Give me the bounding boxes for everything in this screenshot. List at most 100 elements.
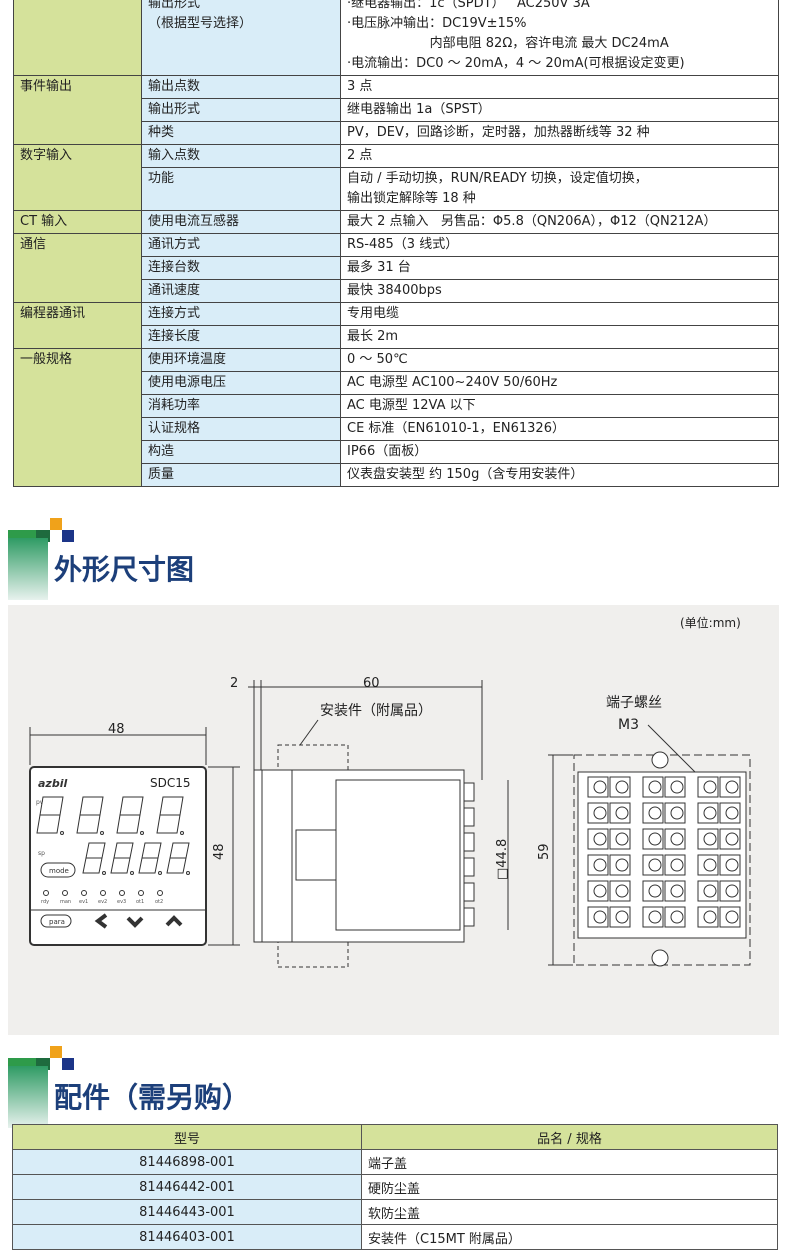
screw-icon bbox=[648, 884, 662, 898]
sp-display bbox=[82, 842, 190, 875]
terminal-block bbox=[642, 776, 664, 798]
table-row: 编程器通讯连接方式专用电缆 bbox=[13, 302, 779, 349]
item-cell: 种类 bbox=[141, 121, 341, 145]
bracket-label: 安装件（附属品） bbox=[320, 703, 432, 719]
screw-icon bbox=[593, 806, 607, 820]
led-label: ot2 bbox=[155, 899, 163, 905]
terminal-block bbox=[609, 828, 631, 850]
sp-label: sp bbox=[38, 850, 45, 857]
screw-icon bbox=[670, 832, 684, 846]
seven-segment-digit bbox=[166, 842, 190, 874]
terminal-block bbox=[664, 880, 686, 902]
item-cell: 输出形式 （根据型号选择） bbox=[141, 0, 341, 76]
dim-panel: 2 bbox=[230, 676, 238, 691]
screw-icon bbox=[615, 806, 629, 820]
terminal-block bbox=[697, 776, 719, 798]
led-label: rdy bbox=[41, 899, 49, 905]
name-cell: 安装件（C15MT 附属品） bbox=[361, 1224, 778, 1250]
item-cell: 使用环境温度 bbox=[141, 348, 341, 372]
screw-icon bbox=[703, 806, 717, 820]
terminal-block bbox=[642, 880, 664, 902]
screw-icon bbox=[703, 858, 717, 872]
model-cell: 81446403-001 bbox=[12, 1224, 362, 1250]
screw-icon bbox=[703, 884, 717, 898]
section-title: 外形尺寸图 bbox=[54, 553, 195, 586]
led-indicator bbox=[81, 890, 87, 896]
seven-segment-digit bbox=[116, 796, 144, 834]
seven-segment-digit bbox=[138, 842, 162, 874]
item-cell: 消耗功率 bbox=[141, 394, 341, 418]
item-cell: 连接台数 bbox=[141, 256, 341, 280]
gradient-bar bbox=[8, 1066, 48, 1128]
value-cell: PV，DEV，回路诊断，定时器，加热器断线等 32 种 bbox=[340, 121, 779, 145]
terminal-block bbox=[642, 802, 664, 824]
model-cell: 81446443-001 bbox=[12, 1199, 362, 1225]
led-indicator bbox=[100, 890, 106, 896]
table-row: CT 输入使用电流互感器最大 2 点输入 另售品：Φ5.8（QN206A），Φ1… bbox=[13, 210, 779, 234]
item-cell: 通讯速度 bbox=[141, 279, 341, 303]
screw-icon bbox=[593, 858, 607, 872]
seven-segment-digit bbox=[110, 842, 134, 874]
seven-segment-digit bbox=[82, 842, 106, 874]
up-key-icon bbox=[165, 915, 183, 927]
unit-label: (单位:mm) bbox=[680, 615, 741, 630]
item-cell: 功能 bbox=[141, 167, 341, 211]
orange-square-icon bbox=[50, 1046, 62, 1058]
orange-square-icon bbox=[50, 518, 62, 530]
terminal-block bbox=[587, 880, 609, 902]
model-cell: 81446898-001 bbox=[12, 1149, 362, 1175]
value-cell: 专用电缆 bbox=[340, 302, 779, 326]
screw-icon bbox=[593, 884, 607, 898]
value-cell: 0 ～ 50℃ bbox=[340, 348, 779, 372]
table-row: 连接长度最长 2m bbox=[14, 325, 779, 349]
screw-icon bbox=[725, 884, 739, 898]
seven-segment-digit bbox=[156, 796, 184, 834]
seven-segment-digit bbox=[76, 796, 104, 834]
brand-logo: azbil bbox=[38, 777, 67, 790]
screw-icon bbox=[593, 780, 607, 794]
value-cell: RS-485（3 线式） bbox=[340, 233, 779, 257]
gradient-bar bbox=[8, 538, 48, 600]
item-cell: 输出点数 bbox=[141, 75, 341, 99]
screw-size-label: M3 bbox=[618, 717, 639, 733]
screw-icon bbox=[593, 832, 607, 846]
terminal-block bbox=[664, 776, 686, 798]
terminal-block bbox=[664, 906, 686, 928]
item-cell: 输出形式 bbox=[141, 98, 341, 122]
screw-icon bbox=[615, 910, 629, 924]
category-cell: 数字输入 bbox=[13, 144, 142, 211]
item-cell: 认证规格 bbox=[141, 417, 341, 441]
terminal-pin bbox=[463, 782, 475, 802]
terminal-block bbox=[664, 828, 686, 850]
terminal-block bbox=[664, 802, 686, 824]
led-label: ev3 bbox=[117, 899, 126, 905]
terminal-block bbox=[664, 854, 686, 876]
item-cell: 质量 bbox=[141, 463, 341, 487]
blue-square-icon bbox=[62, 1058, 74, 1070]
mode-button: mode bbox=[49, 867, 69, 875]
terminal-block bbox=[697, 854, 719, 876]
down-key-icon bbox=[126, 916, 144, 928]
header-name: 品名 / 规格 bbox=[361, 1124, 778, 1150]
value-cell: AC 电源型 AC100~240V 50/60Hz bbox=[340, 371, 779, 395]
screw-icon bbox=[615, 832, 629, 846]
led-indicator bbox=[43, 890, 49, 896]
item-cell: 通讯方式 bbox=[141, 233, 341, 257]
led-indicator bbox=[157, 890, 163, 896]
section-header-dimensions: 外形尺寸图 bbox=[8, 512, 308, 600]
dim-cutout: □44.8 bbox=[495, 839, 510, 880]
blue-square-icon bbox=[62, 530, 74, 542]
screw-icon bbox=[593, 910, 607, 924]
category-cell: 编程器通讯 bbox=[13, 302, 142, 349]
screw-icon bbox=[670, 910, 684, 924]
terminal-pin bbox=[463, 857, 475, 877]
terminal-pin bbox=[463, 907, 475, 927]
terminal-block bbox=[609, 776, 631, 798]
terminal-block bbox=[719, 776, 741, 798]
